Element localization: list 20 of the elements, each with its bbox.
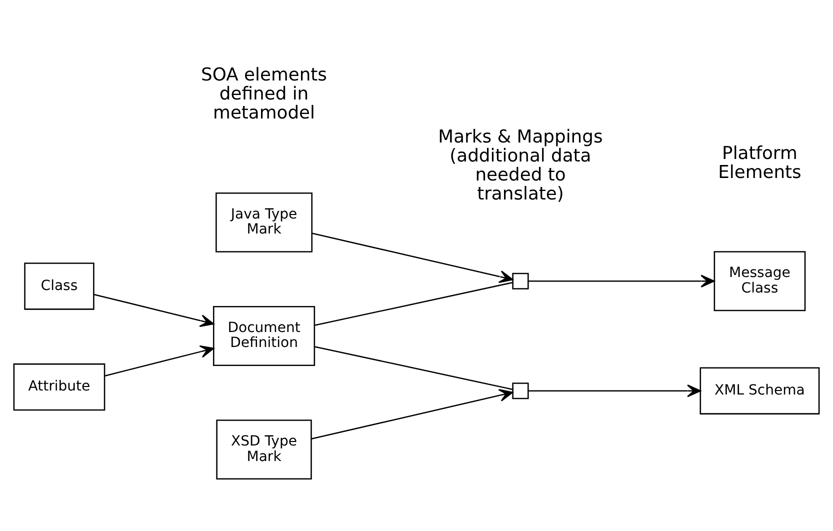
- connector: [314, 346, 513, 390]
- node-box: Java Type Mark: [216, 192, 313, 252]
- label: Platform Elements: [718, 142, 802, 184]
- node-box: Class: [24, 262, 94, 310]
- node-box: XSD Type Mark: [216, 420, 312, 480]
- label: Marks & Mappings (additional data needed to translate): [438, 126, 603, 205]
- arrow: [528, 274, 715, 288]
- label: SOA elements defined in metamodel: [201, 64, 327, 124]
- node-box: Attribute: [13, 363, 106, 411]
- arrow: [94, 294, 214, 328]
- arrow: [528, 384, 701, 398]
- node-box: [512, 382, 529, 400]
- arrow: [104, 345, 214, 376]
- node-box: XML Schema: [700, 367, 820, 414]
- arrow: [311, 389, 514, 440]
- node-box: Document Definition: [213, 306, 316, 366]
- node-box: [512, 272, 529, 290]
- connector: [314, 282, 513, 326]
- node-box: Message Class: [714, 251, 806, 312]
- arrow: [312, 232, 514, 283]
